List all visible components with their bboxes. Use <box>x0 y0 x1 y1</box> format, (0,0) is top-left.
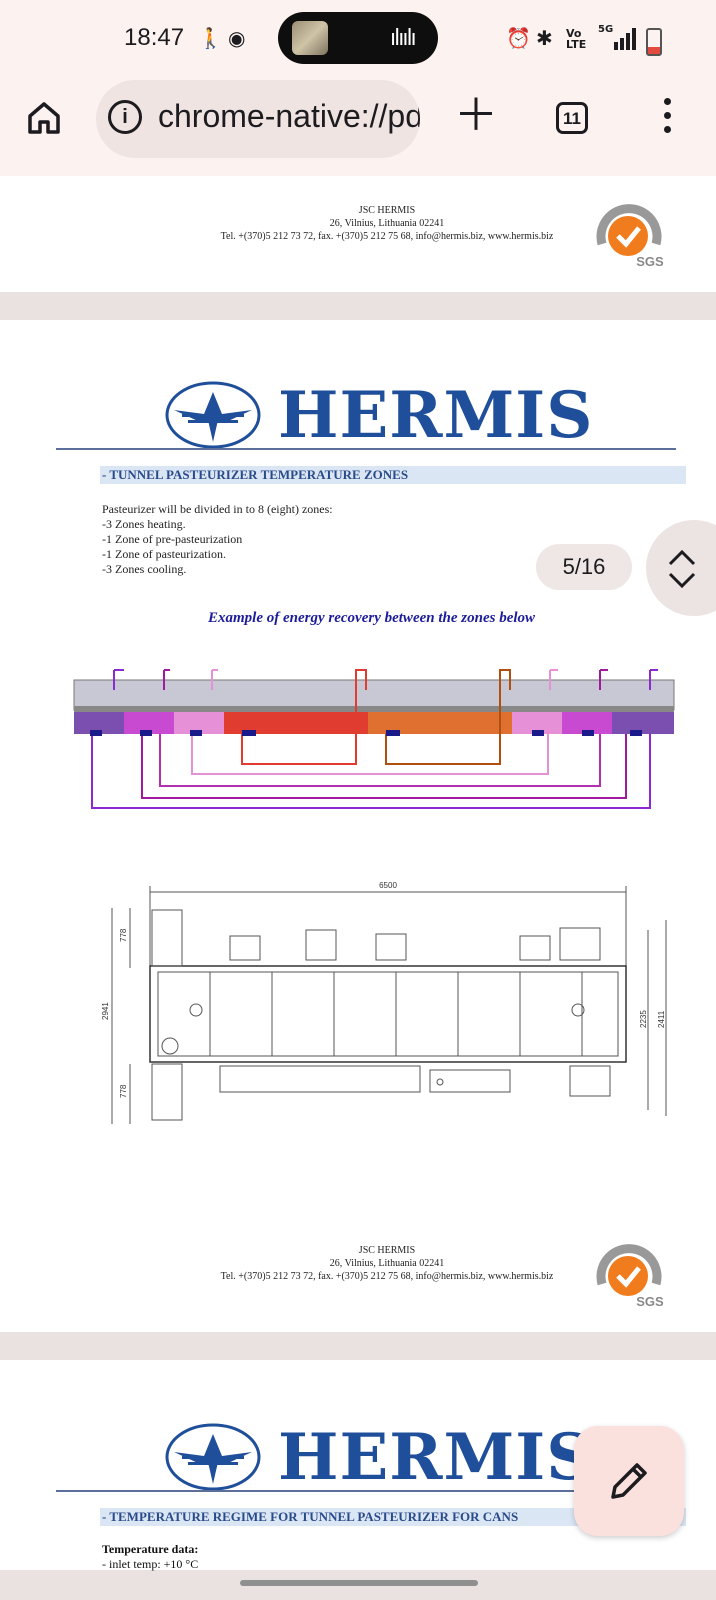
dimension-outer-width: 2411 <box>657 1010 666 1028</box>
page-footer: JSC HERMIS 26, Vilnius, Lithuania 02241 … <box>200 204 574 243</box>
battery-icon <box>646 28 662 56</box>
bluetooth-icon: ✱ <box>536 26 553 50</box>
sgs-certification-logo: SGS <box>596 204 664 269</box>
dimension-inner-width: 2235 <box>639 1010 648 1028</box>
pencil-icon <box>611 1463 647 1499</box>
address-bar[interactable]: i chrome-native://pdf/ <box>96 80 420 158</box>
gesture-nav-bar[interactable] <box>240 1580 478 1586</box>
footer-address: 26, Vilnius, Lithuania 02241 <box>329 218 445 229</box>
chevron-up-down-icon <box>668 549 696 589</box>
inlet-temperature: - inlet temp: +10 °C <box>102 1557 199 1571</box>
network-type: 5G <box>598 24 614 35</box>
zone-item: -3 Zones heating. <box>102 517 186 531</box>
fast-scroll-handle[interactable] <box>646 520 716 616</box>
new-tab-button[interactable]: ＋ <box>454 90 498 141</box>
zone-item: -1 Zone of pasteurization. <box>102 547 226 561</box>
album-art <box>292 21 328 55</box>
temperature-data: Temperature data: - inlet temp: +10 °C <box>102 1542 198 1572</box>
dimension-total-width: 2941 <box>101 1002 110 1020</box>
signal-icon <box>614 28 638 55</box>
browser-toolbar: i chrome-native://pdf/ ＋ 11 <box>0 78 716 177</box>
pdf-page-4: JSC HERMIS 26, Vilnius, Lithuania 02241 … <box>0 176 716 292</box>
zones-intro: Pasteurizer will be divided in to 8 (eig… <box>102 502 333 516</box>
home-button[interactable] <box>24 98 76 150</box>
volte-icon: Vo LTE <box>566 27 587 51</box>
svg-text:SGS: SGS <box>636 1294 664 1309</box>
hermis-emblem-icon <box>165 1423 261 1491</box>
hermis-logo: HERMIS <box>164 1422 592 1494</box>
footer-company: JSC HERMIS <box>358 1245 416 1256</box>
page-footer: JSC HERMIS 26, Vilnius, Lithuania 02241 … <box>200 1244 574 1283</box>
sgs-certification-logo: SGS <box>596 1244 664 1309</box>
footer-contact: Tel. +(370)5 212 73 72, fax. +(370)5 212… <box>220 231 554 242</box>
status-bar: 18:47 🚶 ◉ ılıılı ⏰ ✱ Vo LTE 5G <box>0 0 716 78</box>
audio-wave-icon: ılıılı <box>390 26 417 51</box>
hermis-wordmark: HERMIS <box>278 1420 594 1495</box>
walking-icon: 🚶 <box>198 26 223 50</box>
header-rule <box>56 1490 676 1492</box>
header-rule <box>56 448 676 450</box>
edit-fab-button[interactable] <box>574 1426 684 1536</box>
tab-switcher-button[interactable]: 11 <box>556 102 588 134</box>
dimension-bottom-offset: 778 <box>119 1084 128 1098</box>
pasteurizer-technical-drawing: 6500 2941 778 778 2235 2411 <box>101 881 667 1124</box>
dimension-length: 6500 <box>379 881 397 890</box>
svg-text:SGS: SGS <box>636 254 664 269</box>
overflow-menu-button[interactable] <box>660 98 674 138</box>
zone-item: -3 Zones cooling. <box>102 562 187 576</box>
home-icon <box>28 102 60 134</box>
hermis-emblem-icon <box>165 381 261 449</box>
footer-contact: Tel. +(370)5 212 73 72, fax. +(370)5 212… <box>220 1271 554 1282</box>
hermis-wordmark: HERMIS <box>278 378 594 453</box>
pdf-page-5: HERMIS - TUNNEL PASTEURIZER TEMPERATURE … <box>0 320 716 1332</box>
page-indicator: 5/16 <box>536 544 632 590</box>
url-text[interactable]: chrome-native://pdf/ <box>158 98 420 134</box>
info-icon[interactable]: i <box>108 100 142 134</box>
media-pill[interactable]: ılıılı <box>278 12 438 64</box>
energy-caption: Example of energy recovery between the z… <box>208 610 536 626</box>
section-heading: - TEMPERATURE REGIME FOR TUNNEL PASTEURI… <box>100 1508 686 1526</box>
footer-company: JSC HERMIS <box>358 205 416 216</box>
hermis-logo: HERMIS <box>164 380 592 452</box>
clock: 18:47 <box>124 24 185 51</box>
section-heading: - TUNNEL PASTEURIZER TEMPERATURE ZONES <box>100 466 686 484</box>
footer-address: 26, Vilnius, Lithuania 02241 <box>329 1258 445 1269</box>
dimension-top-offset: 778 <box>119 928 128 942</box>
alarm-icon: ⏰ <box>506 26 531 50</box>
zone-item: -1 Zone of pre-pasteurization <box>102 532 243 546</box>
zones-list: Pasteurizer will be divided in to 8 (eig… <box>102 502 333 577</box>
energy-recovery-diagram <box>73 669 675 809</box>
location-icon: ◉ <box>228 26 246 50</box>
temperature-data-title: Temperature data: <box>102 1542 199 1556</box>
